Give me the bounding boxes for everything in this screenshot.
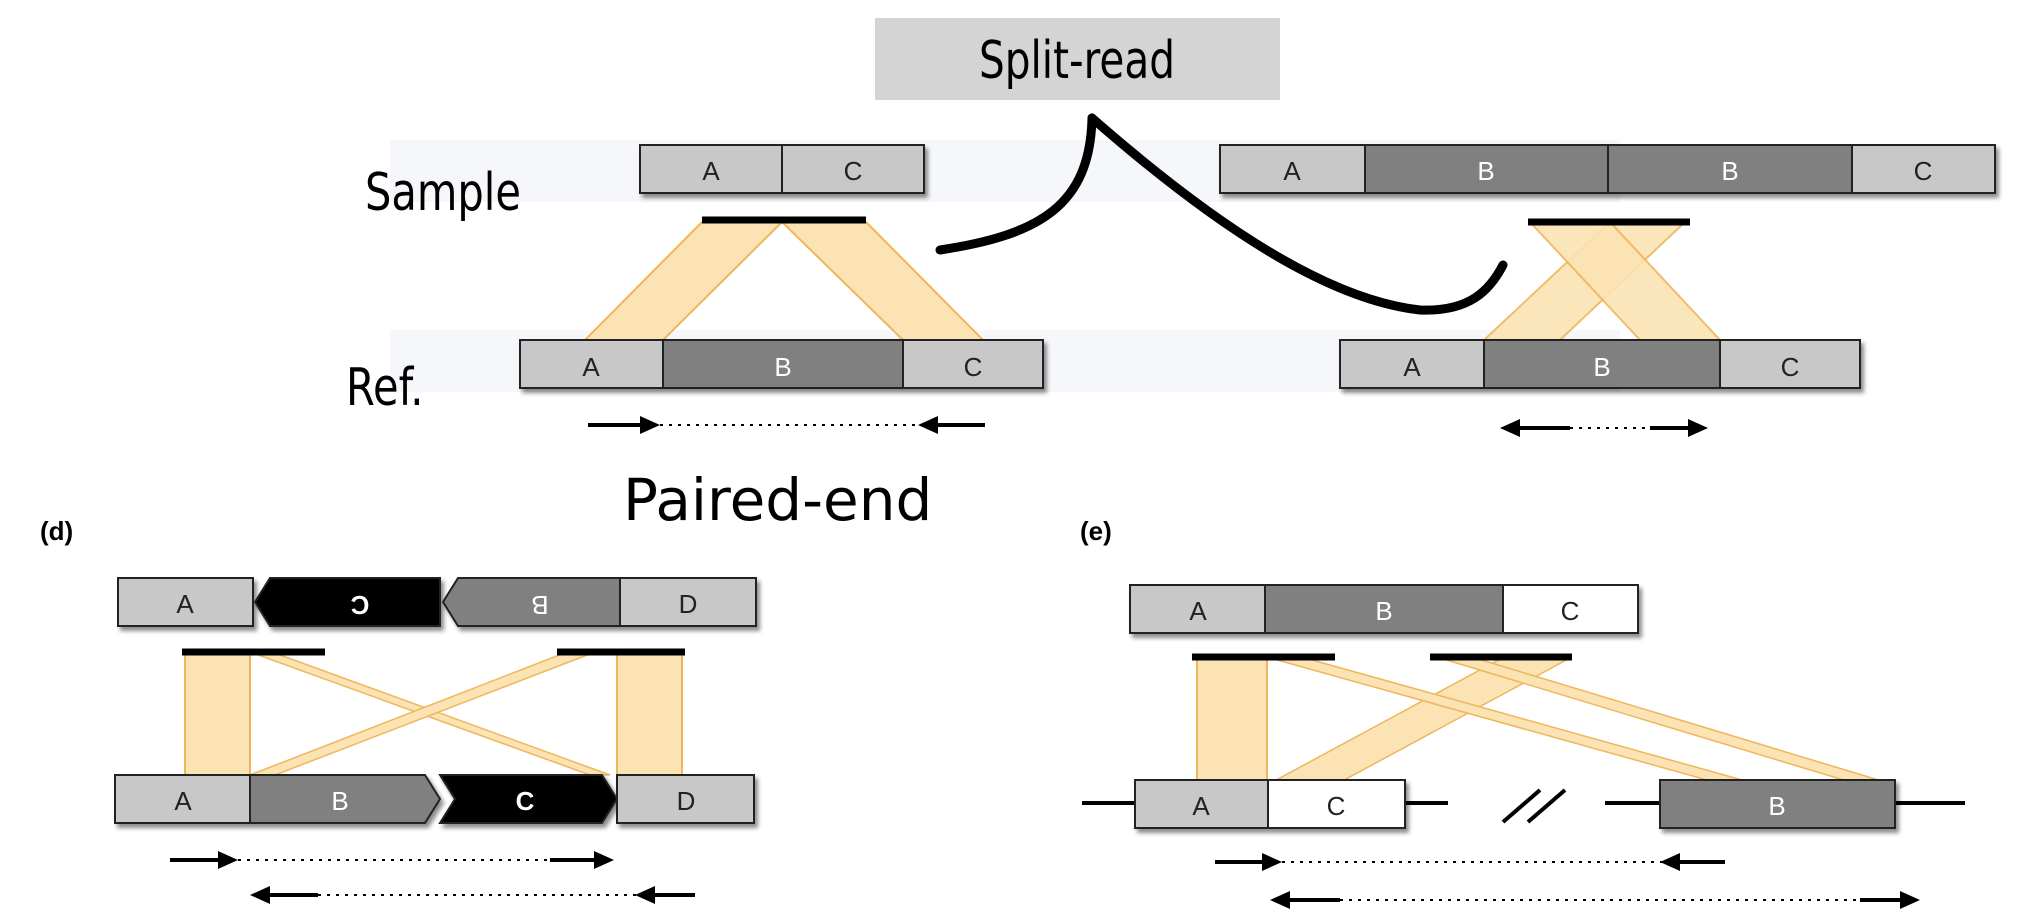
segment-c [902, 339, 1044, 389]
segment-a-label: A [1189, 596, 1207, 626]
segment-b-inverted-label: B [531, 590, 548, 620]
sample-label: Sample [365, 163, 521, 224]
segment-c-label: C [1781, 352, 1800, 382]
split-read-label: Split-read [875, 18, 1280, 100]
panel-e-diagram: A B C A C B [1082, 584, 1965, 909]
sample-sequence [117, 577, 757, 627]
segment-c-inverted-label: C [350, 590, 369, 620]
split-read-connector [935, 113, 1097, 255]
mapping-band [184, 651, 251, 776]
arrow-right-icon [218, 851, 238, 869]
break-slash-icon [1501, 788, 1567, 824]
paired-end-arrows [170, 851, 695, 904]
segment-c-label: C [964, 352, 983, 382]
reference-sequence [1134, 779, 1896, 829]
segment-b [662, 339, 904, 389]
segment-b-label: B [1477, 156, 1494, 186]
segment-c-label: C [516, 786, 535, 816]
segment-a-label: A [176, 589, 194, 619]
arrow-left-icon [918, 416, 938, 434]
segment-c-label: C [1561, 596, 1580, 626]
panel-deletion: A C A B C [519, 144, 1044, 434]
sample-sequence [1219, 144, 1996, 194]
panel-e-label: (e) [1080, 516, 1112, 546]
arrow-right-icon [1688, 419, 1708, 437]
segment-c-label: C [844, 156, 863, 186]
reference-sequence [114, 774, 755, 824]
segment-b-label: B [1768, 791, 1785, 821]
segment-b-label: B [774, 352, 791, 382]
segment-d-label: D [677, 786, 696, 816]
segment-c-label: C [1914, 156, 1933, 186]
arrow-left-icon [250, 886, 270, 904]
mapping-band [616, 651, 683, 776]
mapping-band [779, 221, 986, 341]
paired-end-label: Paired-end [623, 466, 932, 534]
arrow-right-icon [640, 416, 660, 434]
mapping-band [582, 221, 785, 341]
segment-d-label: D [679, 589, 698, 619]
segment-a [519, 339, 664, 389]
panel-d-label: (d) [40, 516, 73, 546]
segment-c [781, 144, 925, 194]
segment-b-label: B [1593, 352, 1610, 382]
segment-a-label: A [582, 352, 600, 382]
paired-end-arrows [1215, 853, 1920, 909]
panel-d-diagram: A C B D A B C D [114, 577, 757, 904]
arrow-left-icon [1270, 891, 1290, 909]
segment-a-label: A [1403, 352, 1421, 382]
arrow-right-icon [1262, 853, 1282, 871]
segment-b-label: B [331, 786, 348, 816]
ref-label: Ref. [346, 358, 423, 419]
split-read-connector [1087, 113, 1508, 315]
segment-a-label: A [702, 156, 720, 186]
reference-sequence [519, 339, 1044, 389]
arrow-left-icon [1660, 853, 1680, 871]
arrow-left-icon [635, 886, 655, 904]
sample-sequence [639, 144, 925, 194]
sample-sequence [1129, 584, 1639, 634]
mapping-band [1196, 657, 1268, 786]
segment-b-label: B [1721, 156, 1738, 186]
segment-b-label: B [1375, 596, 1392, 626]
segment-c-label: C [1327, 791, 1346, 821]
svg-text:Split-read: Split-read [979, 30, 1175, 90]
paired-end-arrows [588, 416, 985, 434]
segment-a-label: A [1283, 156, 1301, 186]
reference-sequence [1339, 339, 1861, 389]
arrow-left-icon [1500, 419, 1520, 437]
arrow-right-icon [1900, 891, 1920, 909]
arrow-right-icon [594, 851, 614, 869]
segment-a-label: A [174, 786, 192, 816]
paired-end-arrows [1500, 419, 1708, 437]
panel-duplication: A B B C A B C [1219, 144, 1996, 437]
segment-a-label: A [1192, 791, 1210, 821]
